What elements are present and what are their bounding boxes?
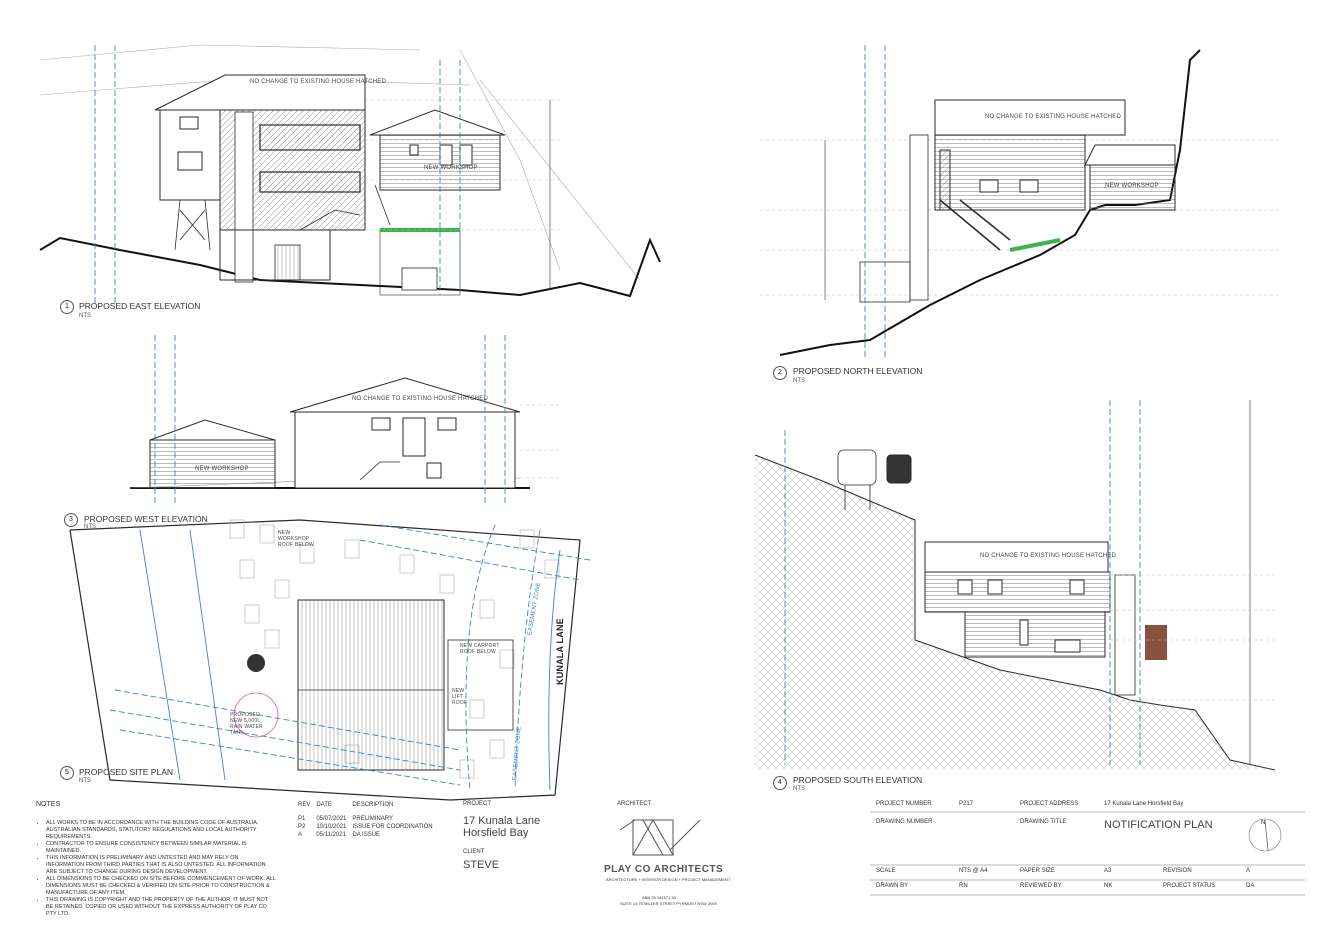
label-existing-house-south: NO CHANGE TO EXISTING HOUSE HATCHED (980, 553, 1117, 559)
note-item: CONTRACTOR TO ENSURE CONSISTENCY BETWEEN… (46, 841, 276, 855)
tb-reviewed-by-label: REVIEWED BY (1020, 883, 1062, 889)
north-arrow-icon: N (1261, 820, 1266, 826)
note-item: THIS INFORMATION IS PRELIMINARY AND UNTE… (46, 855, 276, 876)
rev-cell: 10/10/2021 (316, 824, 347, 830)
notes-section: NOTES ALL WORKS TO BE IN ACCORDANCE WITH… (36, 801, 276, 918)
tb-project-status-label: PROJECT STATUS (1163, 883, 1216, 889)
north-elevation-drawing (760, 45, 1280, 360)
rev-header-date: DATE (316, 802, 332, 808)
view-scale-4: NTS (793, 786, 805, 792)
architect-name: PLAY CO ARCHITECTS (604, 864, 724, 875)
view-number-1: 1 (60, 300, 74, 314)
view-title-east-elevation: PROPOSED EAST ELEVATION (79, 301, 201, 311)
view-title-north-elevation: PROPOSED NORTH ELEVATION (793, 366, 923, 376)
rev-cell: 05/11/2021 (316, 832, 346, 838)
tb-drawn-by: RN (959, 883, 968, 889)
tb-drawing-title: NOTIFICATION PLAN (1104, 819, 1213, 831)
architect-label: ARCHITECT (617, 801, 652, 807)
rev-cell: PRELIMINARY (352, 816, 393, 822)
project-name-line1: 17 Kunala Lane (463, 815, 541, 827)
rev-header-description: DESCRIPTION (352, 802, 394, 808)
south-elevation-drawing (754, 400, 1276, 771)
label-new-lift-roof: NEW LIFT ROOF (452, 688, 468, 706)
view-number-3: 3 (64, 513, 78, 527)
label-kunala-lane: KUNALA LANE (555, 618, 565, 685)
east-elevation-drawing (39, 44, 661, 305)
tb-drawing-title-label: DRAWING TITLE (1020, 819, 1067, 825)
tb-revision: A (1246, 868, 1251, 874)
title-block-frame (870, 811, 1305, 896)
architect-address: SUITE 14 75 MILLER STREET PYRMONT NSW 20… (620, 901, 717, 906)
rev-cell: P1 (298, 816, 306, 822)
project-label: PROJECT (463, 801, 492, 807)
tb-project-number-label: PROJECT NUMBER (876, 801, 932, 807)
label-new-workshop-roof: NEW WORKSHOP ROOF BELOW (278, 530, 314, 548)
tb-paper-size-label: PAPER SIZE (1020, 868, 1055, 874)
west-elevation-drawing (129, 335, 560, 505)
architect-tagline: ARCHITECTURE + INTERIOR DESIGN + PROJECT… (606, 877, 731, 882)
label-proposed-tank: PROPOSED NEW 5,000L RAIN WATER TANK (230, 712, 263, 736)
tb-project-address: 17 Kunala Lane Horsfield Bay (1104, 801, 1184, 807)
view-number-5: 5 (60, 766, 74, 780)
rev-header-rev: REV (298, 802, 311, 808)
label-existing-house-north: NO CHANGE TO EXISTING HOUSE HATCHED (985, 114, 1122, 120)
view-scale-1: NTS (79, 313, 91, 319)
rev-cell: A (298, 832, 303, 838)
view-title-south-elevation: PROPOSED SOUTH ELEVATION (793, 775, 923, 785)
rev-cell: ISSUE FOR COORDINATION (352, 824, 433, 830)
view-title-site-plan: PROPOSED SITE PLAN (79, 767, 173, 777)
table-row: A 05/11/2021 DA ISSUE (298, 831, 439, 839)
view-scale-2: NTS (793, 378, 805, 384)
rev-cell: 05/07/2021 (316, 816, 347, 822)
project-name-line2: Horsfield Bay (463, 827, 529, 839)
table-row: P1 05/07/2021 PRELIMINARY (298, 815, 439, 823)
tb-reviewed-by: NK (1104, 883, 1113, 889)
note-item: ALL WORKS TO BE IN ACCORDANCE WITH THE B… (46, 820, 276, 841)
tb-scale: NTS @ A4 (959, 868, 988, 874)
tb-project-status: DA (1246, 883, 1255, 889)
tb-drawn-by-label: DRAWN BY (876, 883, 909, 889)
tb-drawing-number-label: DRAWING NUMBER (876, 819, 933, 825)
rev-cell: P2 (298, 824, 306, 830)
tb-project-number: P217 (959, 801, 974, 807)
view-number-2: 2 (773, 366, 787, 380)
label-existing-house-west: NO CHANGE TO EXISTING HOUSE HATCHED (352, 396, 489, 402)
view-scale-5: NTS (79, 778, 91, 784)
view-number-4: 4 (773, 776, 787, 790)
architect-abn: ABN 25 161571 30 (642, 895, 676, 900)
table-row: P2 10/10/2021 ISSUE FOR COORDINATION (298, 823, 439, 831)
note-item: ALL DIMENSIONS TO BE CHECKED ON SITE BEF… (46, 876, 276, 897)
tb-project-address-label: PROJECT ADDRESS (1020, 801, 1079, 807)
label-new-workshop-west: NEW WORKSHOP (195, 466, 249, 472)
label-existing-house-east: NO CHANGE TO EXISTING HOUSE HATCHED (250, 79, 387, 85)
label-new-workshop-north: NEW WORKSHOP (1105, 183, 1159, 189)
client-label: CLIENT (463, 849, 485, 855)
view-scale-3: NTS (84, 524, 96, 530)
site-plan-drawing (69, 519, 591, 801)
label-new-workshop-east: NEW WORKSHOP (424, 165, 478, 171)
project-section: PROJECT 17 Kunala Lane Horsfield Bay CLI… (463, 801, 540, 871)
notes-heading: NOTES (36, 801, 61, 808)
revision-table: REV DATE DESCRIPTION P1 05/07/2021 PRELI… (298, 801, 439, 839)
rev-cell: DA ISSUE (352, 832, 381, 838)
label-new-carport-roof: NEW CARPORT ROOF BELOW (460, 643, 500, 655)
note-item: THIS DRAWING IS COPYRIGHT AND THE PROPER… (46, 897, 276, 918)
view-title-west-elevation: PROPOSED WEST ELEVATION (84, 514, 208, 524)
client-name: STEVE (463, 859, 500, 871)
architect-logo (619, 818, 701, 856)
tb-scale-label: SCALE (876, 868, 896, 874)
tb-revision-label: REVISION (1163, 868, 1192, 874)
tb-paper-size: A3 (1104, 868, 1112, 874)
